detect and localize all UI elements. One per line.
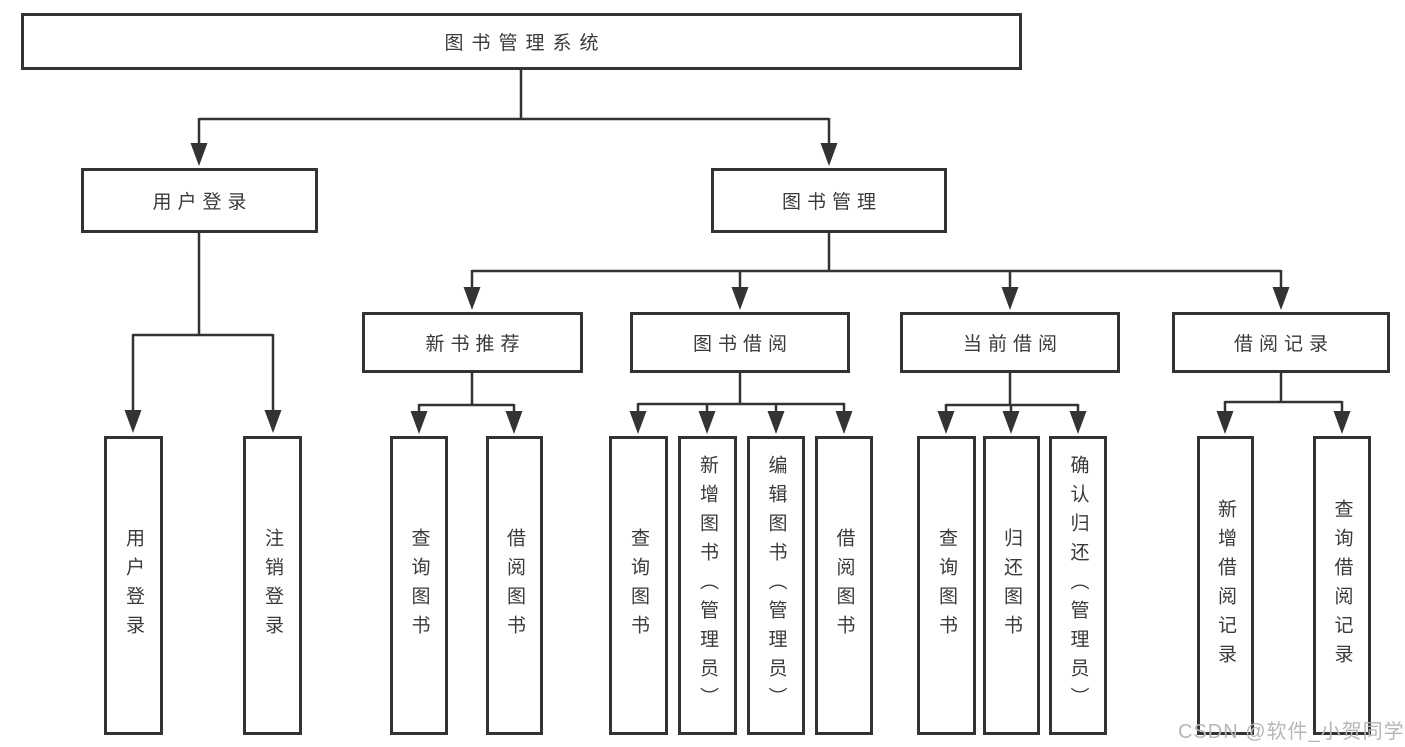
- node-book-borrow: 图书借阅: [630, 312, 850, 373]
- leaf-logout: 注销登录: [243, 436, 302, 735]
- leaf-add-book-admin-label: 新增图书（管理员）: [697, 455, 718, 716]
- connector-management-to-level3: [463, 233, 1290, 310]
- leaf-logout-label: 注销登录: [262, 527, 283, 644]
- leaf-add-borrow-record: 新增借阅记录: [1197, 436, 1254, 735]
- node-book-management-label: 图书管理: [781, 192, 882, 213]
- leaf-current-query-book-label: 查询图书: [936, 527, 957, 644]
- leaf-confirm-return-admin-label: 确认归还（管理员）: [1067, 455, 1089, 716]
- node-borrow-records-label: 借阅记录: [1233, 334, 1334, 355]
- leaf-current-query-book: 查询图书: [917, 436, 976, 735]
- leaf-query-borrow-record: 查询借阅记录: [1313, 436, 1371, 735]
- leaf-query-borrow-record-label: 查询借阅记录: [1331, 498, 1353, 673]
- connector-current-to-leaves: [937, 373, 1087, 434]
- leaf-add-borrow-record-label: 新增借阅记录: [1215, 498, 1236, 673]
- connector-login-to-leaves: [124, 233, 282, 433]
- leaf-confirm-return-admin: 确认归还（管理员）: [1049, 436, 1107, 735]
- leaf-recommend-borrow-book-label: 借阅图书: [504, 527, 525, 644]
- node-borrow-records: 借阅记录: [1172, 312, 1390, 373]
- leaf-recommend-query-book: 查询图书: [390, 436, 448, 735]
- connector-borrow-to-leaves: [629, 373, 853, 434]
- node-library-system-label: 图书管理系统: [444, 33, 607, 54]
- node-current-borrow-label: 当前借阅: [962, 334, 1063, 355]
- leaf-return-book: 归还图书: [983, 436, 1040, 735]
- node-book-borrow-label: 图书借阅: [692, 334, 793, 355]
- connector-root-to-level2: [190, 70, 838, 166]
- connector-recommend-to-leaves: [410, 373, 523, 434]
- connector-records-to-leaves: [1216, 373, 1351, 434]
- node-new-book-recommend-label: 新书推荐: [425, 334, 526, 355]
- csdn-watermark: CSDN @软件_小贺同学: [1178, 721, 1405, 743]
- leaf-add-book-admin: 新增图书（管理员）: [678, 436, 737, 735]
- leaf-recommend-query-book-label: 查询图书: [408, 527, 430, 644]
- node-book-management: 图书管理: [711, 168, 947, 233]
- leaf-return-book-label: 归还图书: [1001, 527, 1022, 644]
- leaf-recommend-borrow-book: 借阅图书: [486, 436, 543, 735]
- leaf-user-login: 用户登录: [104, 436, 163, 735]
- node-library-system: 图书管理系统: [21, 13, 1022, 70]
- leaf-borrow-book-label: 借阅图书: [833, 527, 855, 644]
- node-user-login-label: 用户登录: [152, 192, 253, 213]
- node-user-login: 用户登录: [81, 168, 318, 233]
- leaf-borrow-book: 借阅图书: [815, 436, 873, 735]
- leaf-edit-book-admin-label: 编辑图书（管理员）: [765, 455, 787, 716]
- node-new-book-recommend: 新书推荐: [362, 312, 583, 373]
- leaf-borrow-query-book: 查询图书: [609, 436, 668, 735]
- leaf-user-login-label: 用户登录: [123, 527, 144, 644]
- leaf-borrow-query-book-label: 查询图书: [628, 527, 649, 644]
- leaf-edit-book-admin: 编辑图书（管理员）: [747, 436, 805, 735]
- node-current-borrow: 当前借阅: [900, 312, 1120, 373]
